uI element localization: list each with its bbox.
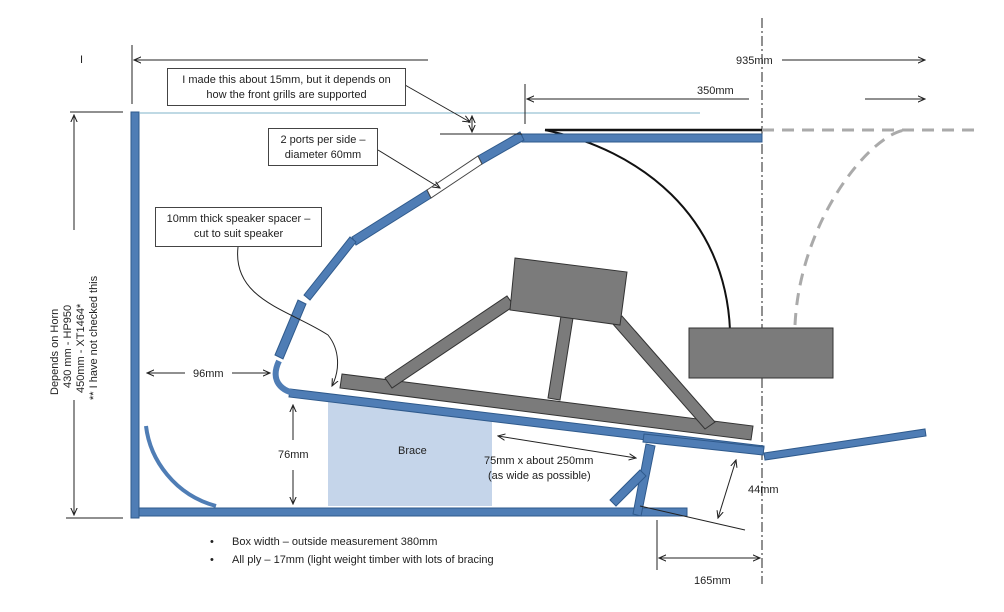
top-panel (521, 133, 763, 143)
note-item: All ply – 17mm (light weight timber with… (210, 554, 494, 572)
grill-note-box: I made this about 15mm, but it depends o… (167, 68, 406, 106)
dimension-96: 96mm (193, 368, 224, 380)
note-item: Box width – outside measurement 380mm (210, 536, 494, 554)
side-label-line3: 450mm - XT1464* (75, 303, 87, 393)
bottom-corner-curve (144, 425, 217, 508)
spacer-note-text: 10mm thick speaker spacer – cut to suit … (166, 213, 311, 240)
dimension-76: 76mm (278, 449, 309, 461)
cabinet-panels (130, 111, 927, 519)
port-opening (426, 155, 483, 199)
driver-leg-left (384, 295, 515, 389)
mouth-lip-panel (763, 428, 927, 461)
bottom-panel (138, 507, 688, 517)
baffle-segment-1 (477, 131, 525, 165)
spacer-note-box: 10mm thick speaker spacer – cut to suit … (155, 207, 322, 247)
notes-list: Box width – outside measurement 380mm Al… (210, 536, 494, 572)
brace-label: Brace (398, 445, 427, 457)
dimension-44: 44mm (748, 484, 779, 496)
baffle-segment-4 (274, 299, 307, 360)
brace-size-line2: (as wide as possible) (488, 470, 591, 482)
brace-strut-diagonal (609, 469, 647, 507)
side-label-line1: Depends on Horn (49, 309, 61, 395)
left-wall-panel (130, 111, 140, 519)
marker-glyph: I (80, 54, 83, 66)
side-labels: Depends on Horn 430 mm - HP950 450mm - X… (49, 275, 100, 400)
side-label-line4: ** I have not checked this (88, 275, 100, 400)
baffle-segment-3 (303, 236, 357, 301)
brace-strut-vertical (632, 443, 656, 517)
right-lower-panel (642, 433, 765, 456)
baffle-bend (272, 359, 301, 397)
driver-assembly (339, 257, 754, 441)
ports-note-text: 2 ports per side – diameter 60mm (280, 134, 366, 161)
dimension-935: 935mm (736, 55, 773, 67)
dimension-165: 165mm (694, 575, 731, 587)
horn-mirror-curve (793, 128, 906, 326)
baffle-segment-2 (351, 189, 432, 246)
note-text: All ply – 17mm (light weight timber with… (232, 554, 494, 566)
brace-block (328, 397, 492, 506)
dimension-350: 350mm (697, 85, 734, 97)
note-text: Box width – outside measurement 380mm (232, 536, 438, 548)
horn-driver-block (688, 327, 834, 379)
driver-magnet (509, 257, 628, 326)
driver-mounting-plate (339, 373, 754, 441)
brace-size-line1: 75mm x about 250mm (484, 455, 593, 467)
grill-note-text: I made this about 15mm, but it depends o… (182, 74, 391, 101)
driver-leg-center (547, 315, 574, 401)
dimension-lines (66, 45, 925, 570)
ports-note-box: 2 ports per side – diameter 60mm (268, 128, 378, 166)
side-label-line2: 430 mm - HP950 (62, 305, 74, 388)
